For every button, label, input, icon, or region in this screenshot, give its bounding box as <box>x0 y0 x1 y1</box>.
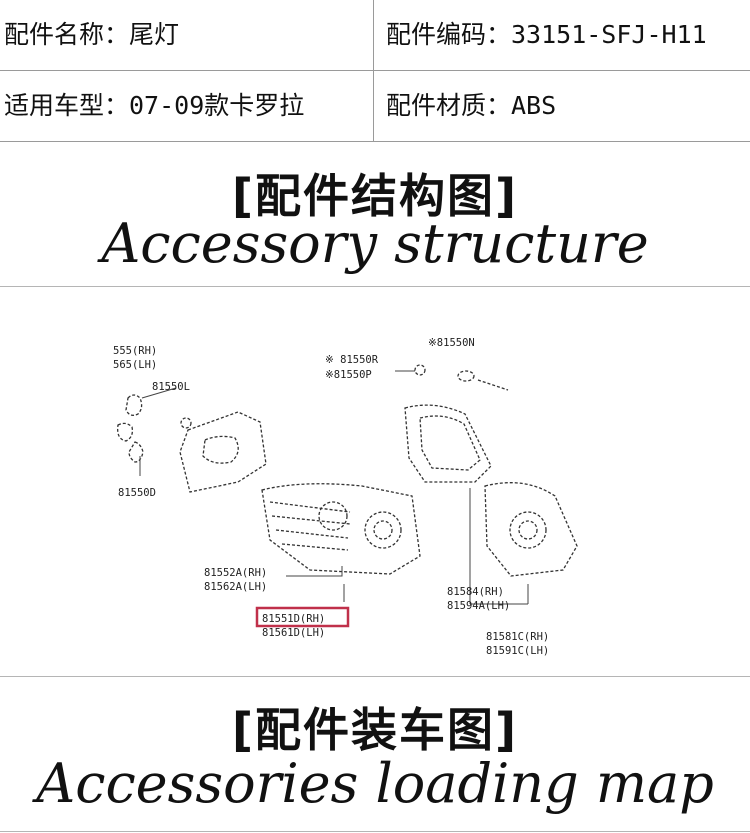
bulb-part-1 <box>125 394 143 416</box>
label-81591C: 81591C(LH) <box>486 645 549 657</box>
label-81562A: 81562A(LH) <box>204 581 267 593</box>
label-565: 565(LH) <box>113 359 157 371</box>
loading-divider-top <box>0 676 750 677</box>
parts-diagram: 555(RH) 565(LH) 81550L 81550D ※ 81550R ※… <box>113 337 578 657</box>
label-81561D: 81561D(LH) <box>262 627 325 639</box>
bulb-part-2 <box>117 422 134 442</box>
info-row-2: 适用车型：07-09款卡罗拉 配件材质：ABS <box>0 71 750 142</box>
label-81550R: ※ 81550R <box>325 354 379 366</box>
table-divider <box>373 0 374 142</box>
material-cell: 配件材质：ABS <box>386 91 557 120</box>
socket-plate <box>179 411 267 493</box>
outer-lamp-lens <box>404 404 492 483</box>
inner-lamp-housing <box>261 483 421 575</box>
bulb-part-3 <box>128 441 144 463</box>
structure-title-cn: [配件结构图] <box>231 169 519 223</box>
label-81550P: ※81550P <box>325 369 372 381</box>
highlight-box <box>255 606 350 628</box>
loading-title-en: Accessories loading map <box>36 752 714 815</box>
part-code-cell: 配件编码：33151-SFJ-H11 <box>386 20 707 49</box>
info-row-1: 配件名称：尾灯 配件编码：33151-SFJ-H11 <box>0 0 750 71</box>
structure-divider <box>0 286 750 287</box>
right-lamp-assembly <box>484 482 578 577</box>
loading-divider-bottom <box>0 831 750 832</box>
part-name-cell: 配件名称：尾灯 <box>4 20 180 49</box>
label-81581C: 81581C(RH) <box>486 631 549 643</box>
label-81594A: 81594A(LH) <box>447 600 510 612</box>
car-model-cell: 适用车型：07-09款卡罗拉 <box>4 91 305 120</box>
label-81584: 81584(RH) <box>447 586 504 598</box>
label-81550L: 81550L <box>152 381 190 393</box>
label-81551D: 81551D(RH) <box>262 613 325 625</box>
label-81552A: 81552A(RH) <box>204 567 267 579</box>
label-555: 555(RH) <box>113 345 157 357</box>
label-81550D: 81550D <box>118 487 156 499</box>
loading-title-cn: [配件装车图] <box>231 703 519 757</box>
structure-title-en: Accessory structure <box>101 212 649 275</box>
label-81550N: ※81550N <box>428 337 475 349</box>
info-table: 配件名称：尾灯 配件编码：33151-SFJ-H11 适用车型：07-09款卡罗… <box>0 0 750 142</box>
